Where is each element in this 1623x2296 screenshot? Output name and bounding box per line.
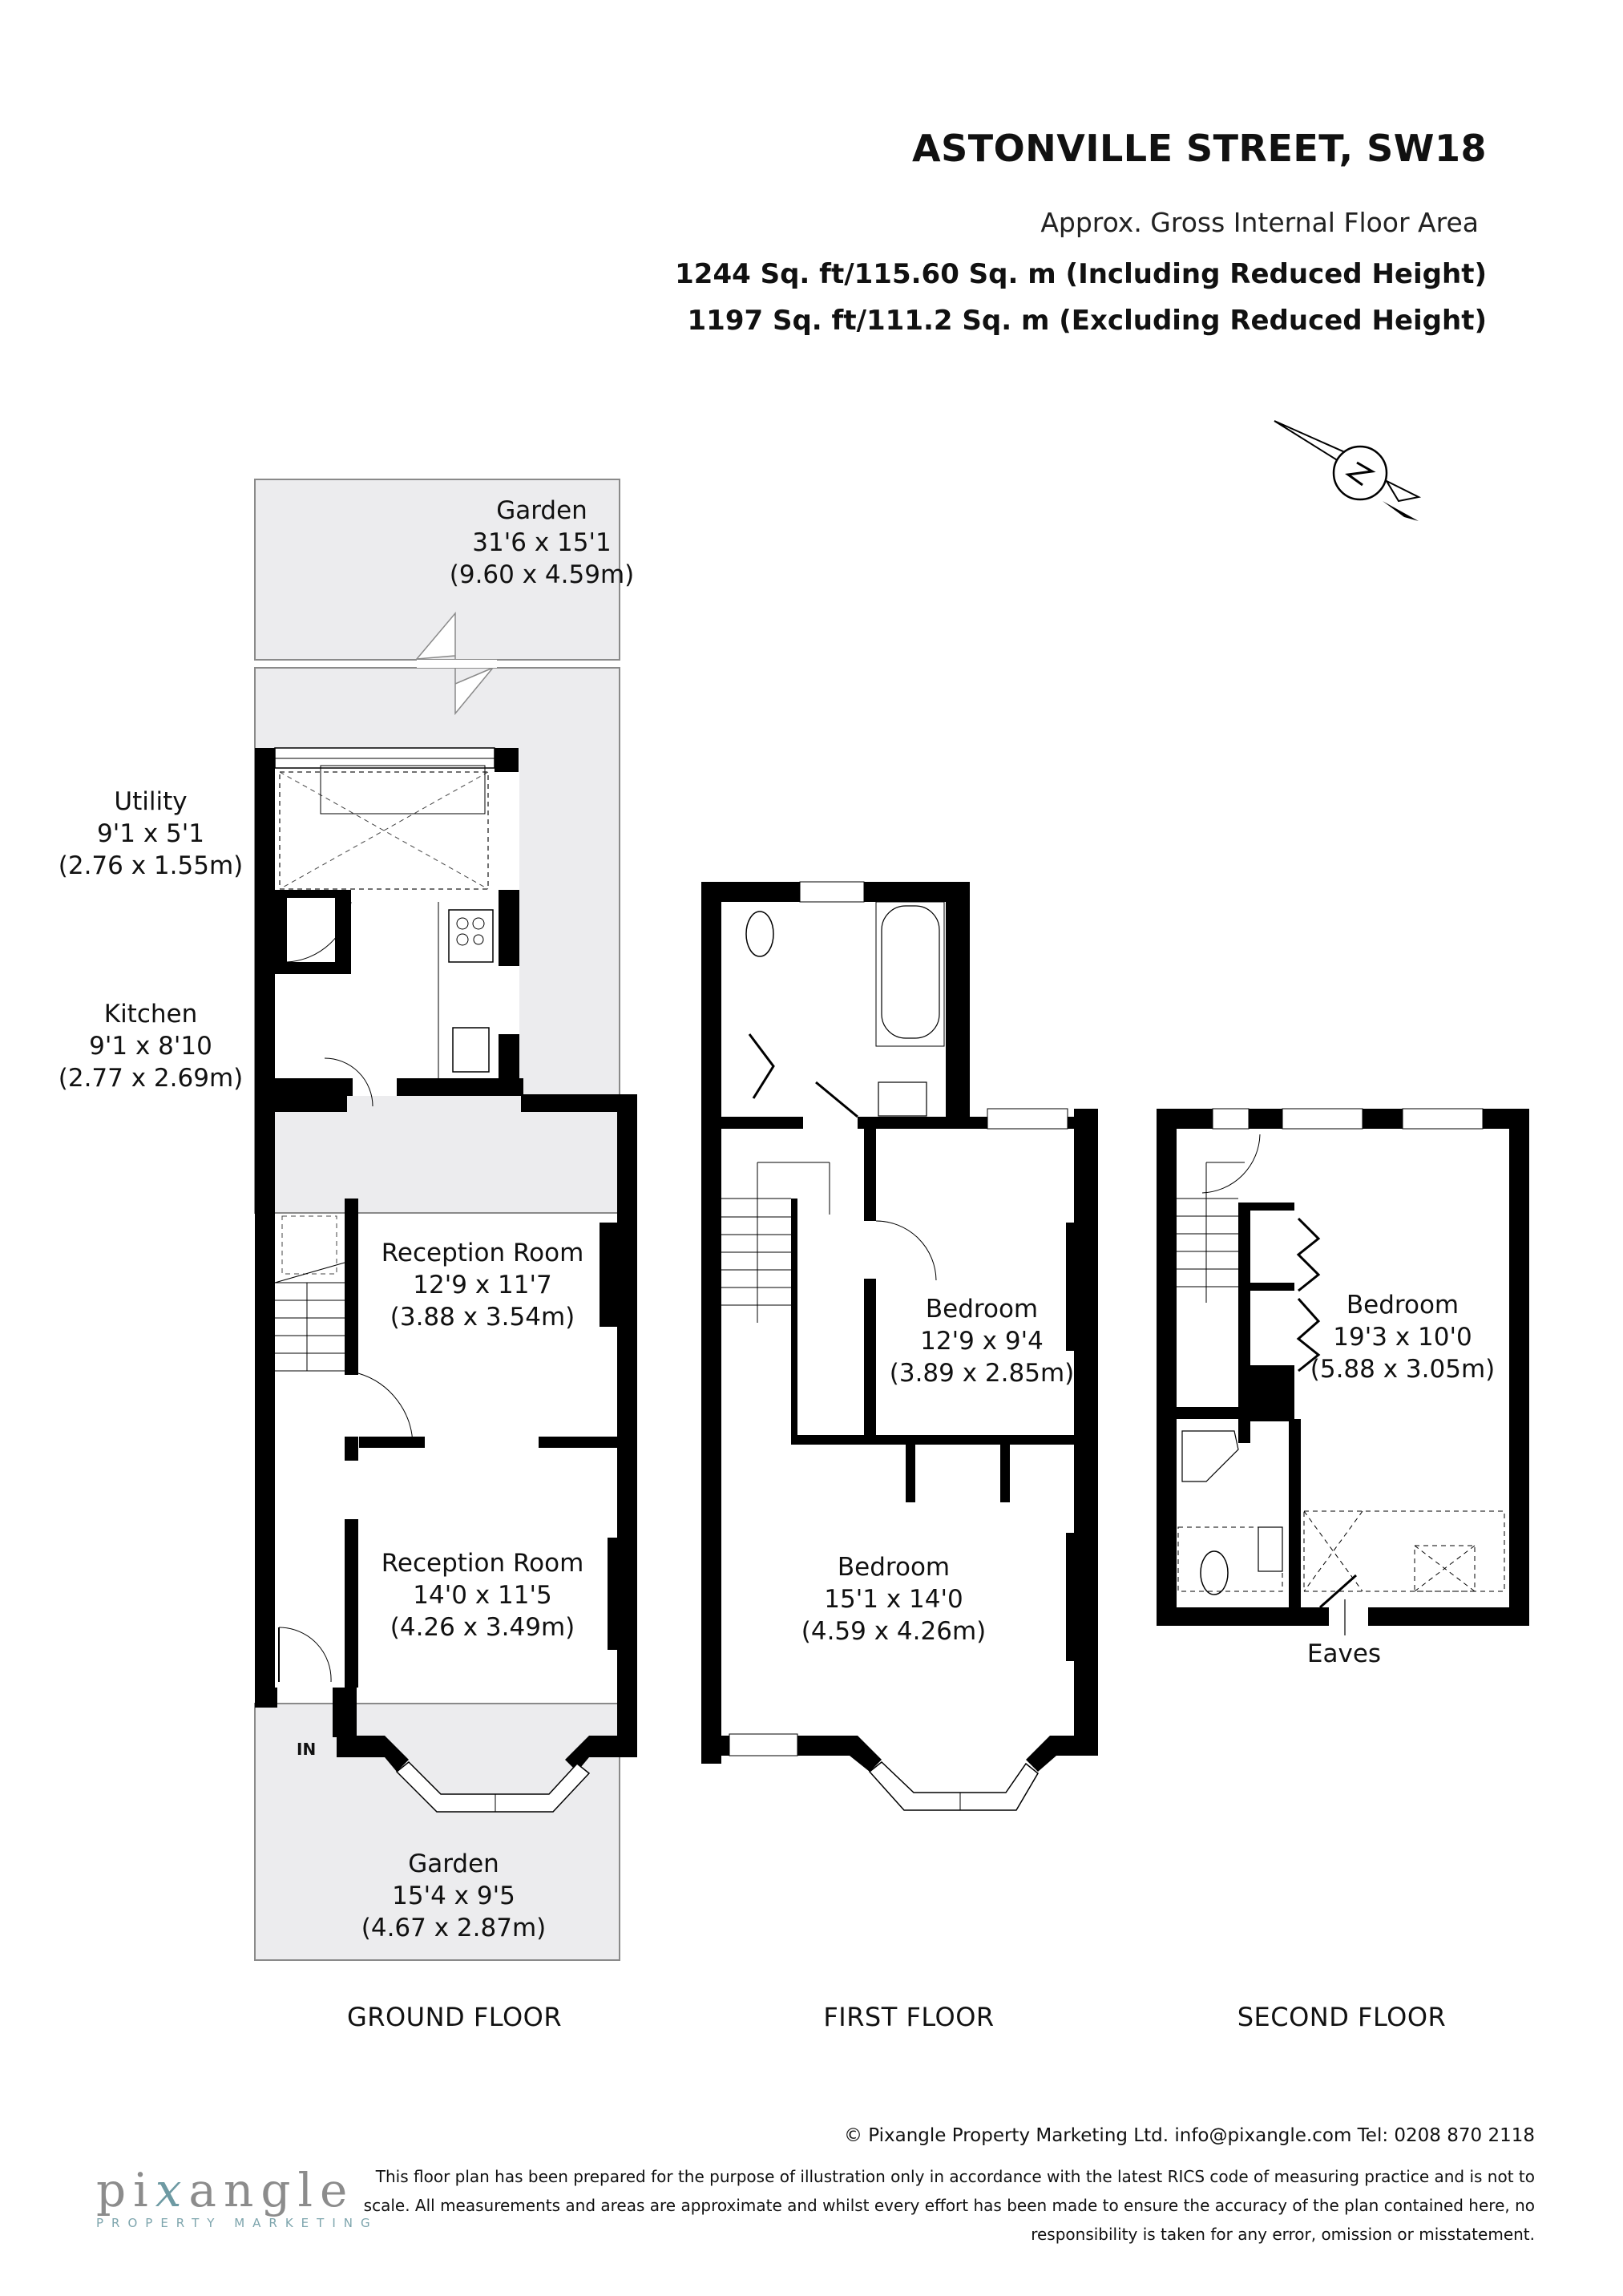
logo-wordmark: pixangle [96, 2163, 355, 2217]
page-title: ASTONVILLE STREET, SW18 [912, 127, 1487, 170]
utility-room [255, 747, 519, 896]
room-label-kitchen: Kitchen 9'1 x 8'10 (2.77 x 2.69m) [58, 1000, 244, 1093]
floor-label-ground: GROUND FLOOR [346, 2002, 563, 2032]
area-subtitle: Approx. Gross Internal Floor Area [1040, 207, 1479, 238]
area-excluding-reduced-height: 1197 Sq. ft/111.2 Sq. m (Excluding Reduc… [687, 305, 1488, 337]
north-arrow-icon [1274, 420, 1422, 521]
area-including-reduced-height: 1244 Sq. ft/115.60 Sq. m (Including Redu… [675, 258, 1487, 290]
room-label-utility: Utility 9'1 x 5'1 (2.76 x 1.55m) [58, 787, 244, 880]
logo-tagline: PROPERTY MARKETING [96, 2216, 378, 2230]
bathroom-fixtures [745, 901, 945, 1118]
entrance-label: IN [297, 1740, 317, 1759]
eaves-label: Eaves [1306, 1639, 1382, 1668]
staircase-ground [274, 1215, 414, 1683]
pixangle-logo: pixangle PROPERTY MARKETING [96, 2166, 378, 2230]
sink-icon [452, 1027, 490, 1073]
staircase-first [721, 1162, 937, 1323]
second-floor-walls [1157, 1108, 1529, 1626]
room-label-bedroom-first-rear: Bedroom 12'9 x 9'4 (3.89 x 2.85m) [889, 1295, 1075, 1388]
room-label-bedroom-first-front: Bedroom 15'1 x 14'0 (4.59 x 4.26m) [801, 1553, 987, 1646]
disclaimer-text: This floor plan has been prepared for th… [363, 2167, 1535, 2244]
copyright-text: © Pixangle Property Marketing Ltd. info@… [843, 2125, 1535, 2146]
room-label-reception-room-2: Reception Room 14'0 x 11'5 (4.26 x 3.49m… [381, 1549, 584, 1642]
floor-label-first: FIRST FLOOR [823, 2002, 995, 2032]
hob-icon [448, 909, 494, 963]
first-floor-walls [701, 881, 1098, 1811]
room-label-bedroom-second: Bedroom 19'3 x 10'0 (5.88 x 3.05m) [1310, 1291, 1496, 1384]
room-label-garden-front: Garden 15'4 x 9'5 (4.67 x 2.87m) [361, 1849, 547, 1942]
room-label-garden-rear: Garden 31'6 x 15'1 (9.60 x 4.59m) [449, 496, 635, 589]
kitchen-room [255, 890, 523, 1107]
room-label-reception-room-1: Reception Room 12'9 x 11'7 (3.88 x 3.54m… [381, 1239, 584, 1332]
garden-front [254, 1703, 620, 1961]
second-floor-fixtures [1177, 1134, 1505, 1635]
floor-label-second: SECOND FLOOR [1237, 2002, 1447, 2032]
ground-floor-walls [255, 1094, 637, 1813]
